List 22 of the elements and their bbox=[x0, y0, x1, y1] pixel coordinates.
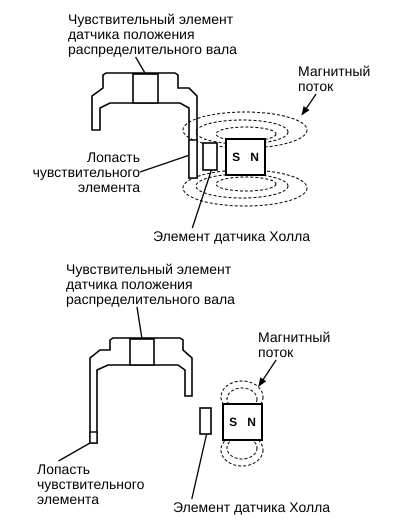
sensor-element-part bbox=[129, 338, 155, 366]
leader-line bbox=[58, 442, 90, 462]
leader-arrow bbox=[301, 94, 317, 116]
pole-letter: S bbox=[232, 150, 240, 164]
leader-line bbox=[135, 56, 146, 74]
callout-label: Чувствительный элемент датчика положения распределительного вала bbox=[68, 12, 268, 57]
hall-element bbox=[199, 407, 212, 435]
callout-label: Лопасть чувствительного элемента bbox=[37, 462, 157, 507]
leader-arrow bbox=[258, 360, 277, 387]
callout-label: Элемент датчика Холла bbox=[153, 229, 353, 244]
leader-line bbox=[136, 306, 143, 340]
vane-part bbox=[89, 431, 98, 444]
callout-label: Магнитный поток bbox=[298, 64, 388, 94]
callout-label: Элемент датчика Холла bbox=[173, 500, 373, 515]
pole-letter: N bbox=[250, 150, 259, 164]
callout-label: Магнитный поток bbox=[258, 330, 348, 360]
callout-label: Лопасть чувствительного элемента bbox=[22, 150, 140, 195]
pole-letter: S bbox=[229, 415, 238, 429]
sensor-element-part bbox=[132, 73, 159, 104]
leader-line bbox=[191, 434, 208, 500]
callout-label: Чувствительный элемент датчика положения распределительного вала bbox=[66, 262, 266, 307]
pole-letter: N bbox=[247, 415, 256, 429]
